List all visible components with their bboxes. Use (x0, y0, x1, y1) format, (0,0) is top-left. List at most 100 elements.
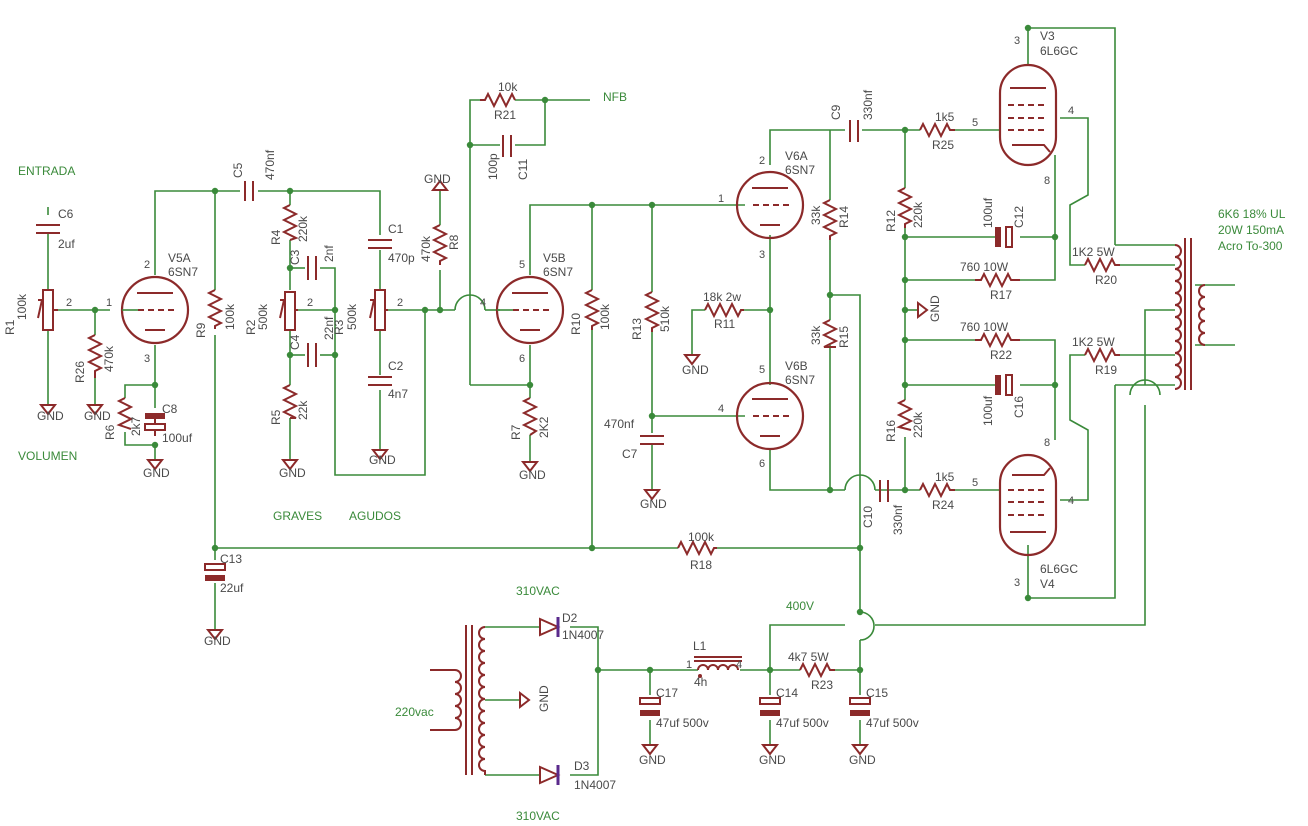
capacitors-c8-name-label: C8 (162, 402, 178, 416)
net-graves: GRAVES (273, 509, 322, 523)
capacitors-c8-value-label: 100uf (162, 431, 193, 445)
capacitors-c1-name-label: C1 (388, 222, 404, 236)
resistors-r23-value-label: 4k7 5W (788, 650, 829, 664)
v5a-name: V5A (168, 251, 191, 265)
r12-symbol (896, 187, 914, 228)
resistors-r26-name-label: R26 (73, 361, 87, 383)
capacitors-c10-value-label: 330nf (891, 504, 905, 535)
r24-symbol (919, 481, 955, 499)
junctions (91, 24, 1059, 674)
resistors-r6-name-label: R6 (103, 424, 117, 440)
gnd-label-label: GND (424, 172, 451, 186)
capacitors-c11-value-label: 100p (486, 153, 500, 180)
v6a-tube (735, 170, 805, 240)
resistors-r2-value-label: 500k (256, 303, 270, 330)
resistors-r13-value-label: 510k (658, 305, 672, 332)
r10-symbol (583, 289, 601, 330)
net-entrada: ENTRADA (18, 164, 75, 178)
capacitors-c15-name-label: C15 (866, 686, 888, 700)
resistors-r6-value-label: 2k7 (129, 416, 143, 436)
capacitors-c9-name-label: C9 (829, 104, 843, 120)
capacitors-c17-value-label: 47uf 500v (656, 716, 709, 730)
net-agudos: AGUDOS (349, 509, 401, 523)
r22-symbol (975, 331, 1020, 349)
capacitors-c14-value-label: 47uf 500v (776, 716, 829, 730)
gnd-label-label: GND (369, 453, 396, 467)
resistors-r14-name-label: R14 (837, 206, 851, 228)
v4-tube (998, 453, 1058, 557)
tube-symbols (120, 63, 1058, 557)
capacitors-c4-name-label: C4 (288, 334, 302, 350)
capacitors-c10-name-label: C10 (861, 506, 875, 528)
net-nfb: NFB (603, 90, 627, 104)
resistors-r7-name-label: R7 (509, 424, 523, 440)
pins-pot-b-label: 2 (397, 297, 403, 309)
capacitors-c2-name-label: C2 (388, 359, 404, 373)
gnd-label-label: GND (639, 753, 666, 767)
v4-type: 6L6GC (1040, 562, 1078, 576)
pins-v6b-plate-label: 5 (759, 364, 765, 376)
pins-v3-cath-label: 8 (1044, 175, 1050, 187)
resistors-r20-value-label: 1K2 5W (1072, 245, 1115, 259)
inductor-name-label: L1 (693, 639, 707, 653)
r4-symbol (281, 204, 299, 241)
pins-v3-plate-label: 3 (1014, 35, 1020, 47)
gnd-label-label: GND (279, 466, 306, 480)
capacitors-c6-name-label: C6 (58, 207, 74, 221)
resistors-r2-name-label: R2 (244, 319, 258, 335)
r14-symbol (821, 199, 839, 240)
gnd-label-label: GND (537, 685, 551, 712)
resistors-r3-value-label: 500k (345, 303, 359, 330)
power-transformer (430, 625, 486, 775)
resistors-r20-name-label: R20 (1095, 273, 1117, 287)
capacitors-c9-value-label: 330nf (861, 89, 875, 120)
resistors-r25-value-label: 1k5 (935, 110, 955, 124)
pins-v5b-cath-label: 6 (519, 353, 525, 365)
resistors-r8-name-label: R8 (447, 234, 461, 250)
resistors-r22-value-label: 760 10W (960, 320, 1009, 334)
gnd-label-label: GND (849, 753, 876, 767)
diode-symbols (539, 617, 561, 785)
pins-v4-grid-label: 5 (972, 477, 978, 489)
resistors-r12-value-label: 220k (911, 201, 925, 228)
capacitors-c11-name-label: C11 (516, 159, 530, 180)
resistor-symbols (86, 91, 1120, 679)
capacitors-c17-name-label: C17 (656, 686, 678, 700)
v5b-name: V5B (543, 251, 566, 265)
r15-symbol (821, 319, 839, 348)
net-400v: 400V (786, 599, 814, 613)
resistors-r12-name-label: R12 (884, 210, 898, 232)
diodes-d2-value-label: 1N4007 (562, 628, 604, 642)
resistors-r15-name-label: R15 (837, 326, 851, 348)
note-line-2: 20W 150mA (1218, 223, 1284, 237)
capacitors-c3-value-label: 2nf (322, 245, 336, 262)
resistors-r21-value-label: 10k (498, 80, 518, 94)
capacitors-c12-value-label: 100uf (981, 197, 995, 228)
v6a-type: 6SN7 (785, 163, 815, 177)
resistors-r7-value-label: 2K2 (537, 416, 551, 438)
net-310vac-top: 310VAC (516, 584, 560, 598)
diodes-d3-value-label: 1N4007 (574, 778, 616, 792)
pins-v6b-grid-label: 4 (718, 403, 724, 415)
r5-symbol (281, 384, 299, 419)
note-line-3: Acro To-300 (1218, 239, 1283, 253)
output-transformer (1174, 238, 1206, 390)
v3-tube (998, 63, 1058, 167)
capacitors-c2-value-label: 4n7 (388, 387, 408, 401)
pins-v5a-cath-label: 3 (144, 353, 150, 365)
capacitors-c5-name-label: C5 (231, 162, 245, 178)
resistors-r18-value-label: 100k (688, 530, 715, 544)
pins-v6a-plate-label: 2 (759, 155, 765, 167)
capacitors-c1-value-label: 470p (388, 251, 415, 265)
capacitors-c16-value-label: 100uf (981, 395, 995, 426)
r17-symbol (975, 271, 1020, 289)
pins-v3-screen-label: 4 (1068, 105, 1074, 117)
potentiometers (37, 289, 388, 331)
pins-v4-plate-label: 3 (1014, 577, 1020, 589)
r9-symbol (206, 289, 224, 329)
r2-pot (279, 291, 298, 331)
net-volumen: VOLUMEN (18, 449, 77, 463)
r8-symbol (431, 224, 449, 265)
r16-symbol (896, 399, 914, 431)
